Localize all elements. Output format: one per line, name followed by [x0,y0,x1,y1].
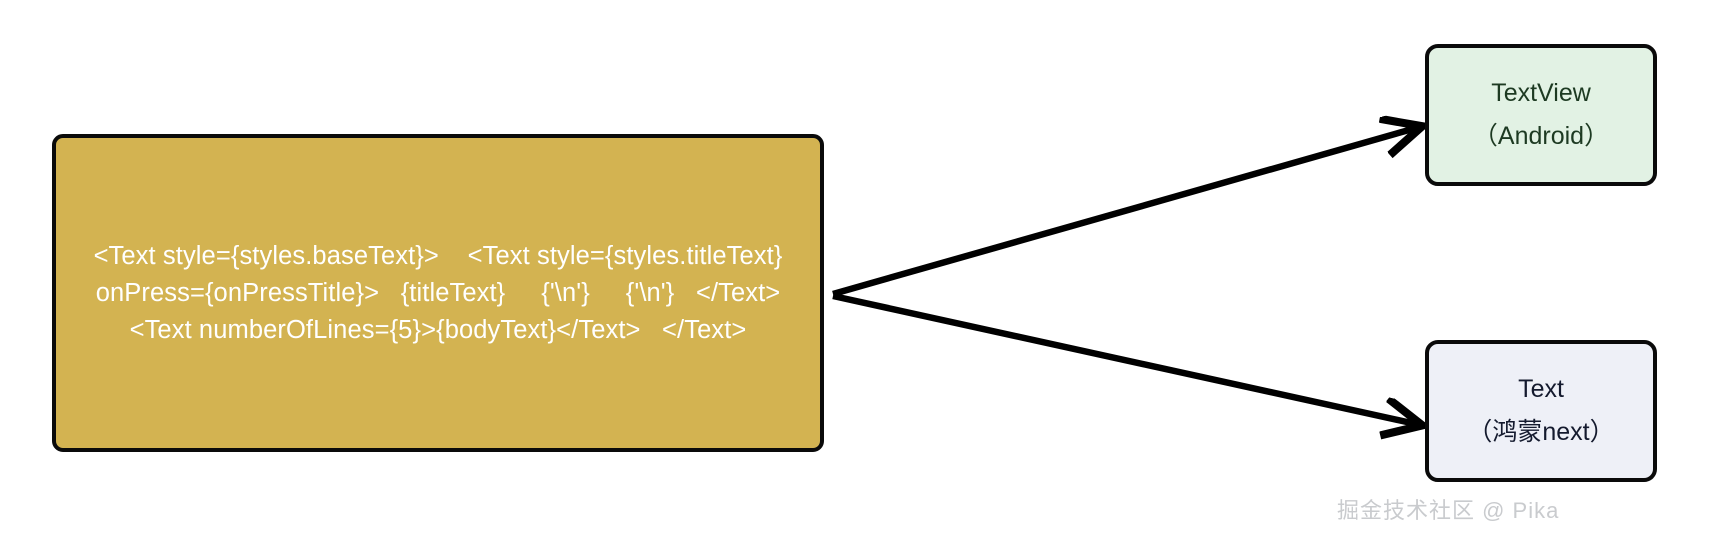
react-native-text-snippet-box[interactable]: <Text style={styles.baseText}> <Text sty… [52,134,824,452]
arrow-to-harmony-line [832,292,1416,424]
android-textview-subtitle: （Android） [1472,122,1610,150]
harmony-text-box[interactable]: Text （鸿蒙next） [1425,340,1657,482]
code-snippet-text: <Text style={styles.baseText}> <Text sty… [93,241,810,344]
harmony-text-subtitle: （鸿蒙next） [1467,418,1615,446]
android-textview-box[interactable]: TextView （Android） [1425,44,1657,186]
android-textview-title: TextView [1491,79,1591,107]
watermark-label: 掘金技术社区 @ Pika [1337,498,1560,523]
harmony-text-title: Text [1518,375,1564,403]
arrow-to-android-line [832,128,1416,298]
